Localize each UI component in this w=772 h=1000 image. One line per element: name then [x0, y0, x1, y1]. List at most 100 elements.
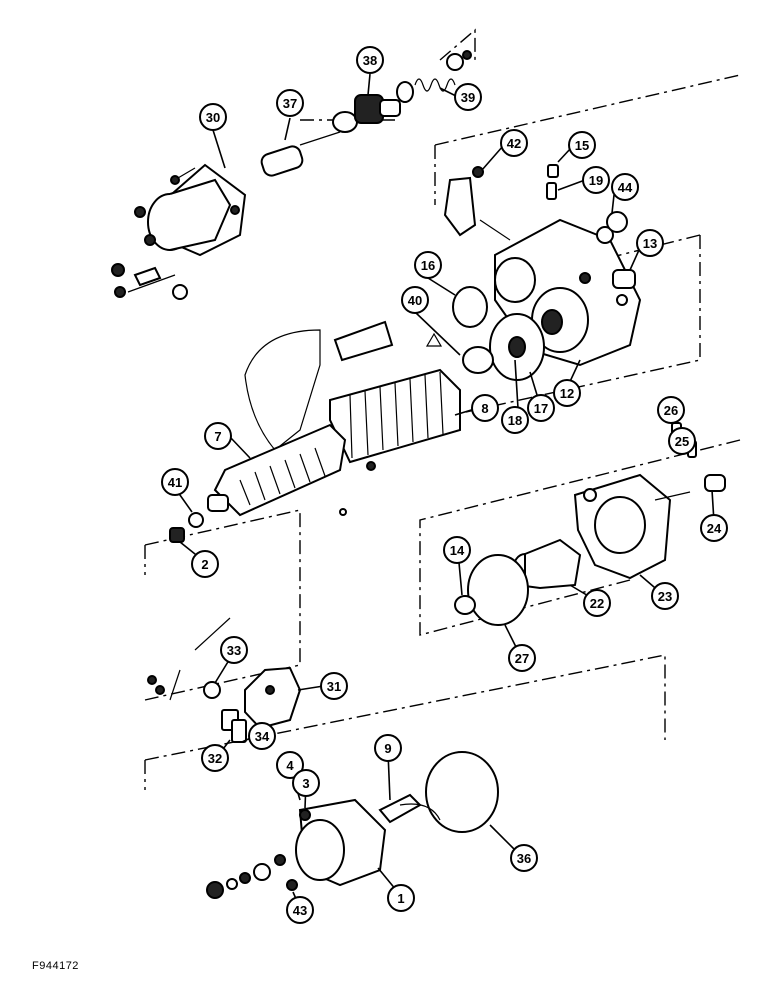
callout-33: 33: [220, 636, 248, 664]
callout-9-text: 9: [384, 741, 391, 756]
callout-34: 34: [248, 722, 276, 750]
callout-30-text: 30: [206, 110, 220, 125]
callout-3: 3: [292, 769, 320, 797]
callout-43-text: 43: [293, 903, 307, 918]
callout-24-text: 24: [707, 521, 722, 536]
field-frame-part: [329, 368, 461, 464]
callout-8-text: 8: [481, 401, 488, 416]
callout-9: 9: [374, 734, 402, 762]
callout-3-text: 3: [302, 776, 309, 791]
callout-43: 43: [286, 896, 314, 924]
callout-12-text: 12: [560, 386, 574, 401]
end-hardware-part: [206, 854, 298, 899]
callout-33-text: 33: [227, 643, 241, 658]
terminal-stud-part: [378, 793, 441, 824]
bushing-small-part: [169, 527, 185, 543]
callout-26-text: 26: [664, 403, 678, 418]
callout-2-text: 2: [201, 557, 208, 572]
brush-part: [221, 709, 247, 743]
callout-41-text: 41: [168, 475, 182, 490]
callout-31-text: 31: [327, 679, 341, 694]
bracket-part: [333, 320, 394, 362]
callout-15-text: 15: [575, 138, 589, 153]
lead-part: [147, 617, 231, 701]
callout-34-text: 34: [255, 729, 270, 744]
callout-27-text: 27: [515, 651, 529, 666]
solenoid-part: [134, 163, 247, 257]
callout-22: 22: [583, 589, 611, 617]
callout-1-text: 1: [397, 891, 404, 906]
callout-15: 15: [568, 131, 596, 159]
callout-38-text: 38: [363, 53, 377, 68]
callout-31: 31: [320, 672, 348, 700]
callout-13: 13: [636, 229, 664, 257]
callout-24: 24: [700, 514, 728, 542]
callout-36: 36: [510, 844, 538, 872]
callout-2: 2: [191, 550, 219, 578]
callout-30: 30: [199, 103, 227, 131]
terminal-hardware-part: [111, 263, 188, 300]
shift-lever-part: [443, 166, 511, 241]
brush-holder-part: [244, 666, 302, 730]
washer-part: [188, 512, 204, 528]
callout-23: 23: [651, 582, 679, 610]
callout-37: 37: [276, 89, 304, 117]
end-frame-part: [295, 798, 387, 887]
drive-housing-part: [494, 218, 642, 367]
callout-40-text: 40: [408, 293, 422, 308]
callout-37-text: 37: [283, 96, 297, 111]
callout-41: 41: [161, 468, 189, 496]
callout-44: 44: [611, 173, 639, 201]
callout-16: 16: [414, 251, 442, 279]
callout-1: 1: [387, 884, 415, 912]
callout-25: 25: [668, 427, 696, 455]
callout-19: 19: [582, 166, 610, 194]
callout-7-text: 7: [214, 429, 221, 444]
callout-17-text: 17: [534, 401, 548, 416]
callout-8: 8: [471, 394, 499, 422]
thrust-washer-part: [454, 595, 476, 615]
callout-25-text: 25: [675, 434, 689, 449]
callout-12: 12: [553, 379, 581, 407]
end-cover-part: [573, 473, 691, 580]
rings-part: [425, 286, 545, 381]
band-part: [244, 329, 321, 451]
callout-32: 32: [201, 744, 229, 772]
callout-40: 40: [401, 286, 429, 314]
callout-42: 42: [500, 129, 528, 157]
armature-part: [207, 423, 376, 517]
callout-23-text: 23: [658, 589, 672, 604]
bushing-part: [612, 269, 636, 289]
callout-4-text: 4: [286, 758, 294, 773]
callout-18: 18: [501, 406, 529, 434]
callout-4: 4: [276, 751, 304, 779]
figure-code: F944172: [32, 960, 79, 972]
callout-13-text: 13: [643, 236, 657, 251]
callout-17: 17: [527, 394, 555, 422]
callout-44-text: 44: [618, 180, 633, 195]
spring-part: [396, 50, 472, 103]
callout-39: 39: [454, 83, 482, 111]
callout-7: 7: [204, 422, 232, 450]
callout-39-text: 39: [461, 90, 475, 105]
callout-22-text: 22: [590, 596, 604, 611]
callout-32-text: 32: [208, 751, 222, 766]
o-ring-part: [425, 751, 499, 833]
callout-19-text: 19: [589, 173, 603, 188]
callout-14-text: 14: [450, 543, 465, 558]
callout-14: 14: [443, 536, 471, 564]
gasket-part: [467, 554, 529, 626]
callout-38: 38: [356, 46, 384, 74]
callout-27: 27: [508, 644, 536, 672]
callout-18-text: 18: [508, 413, 522, 428]
callout-36-text: 36: [517, 851, 531, 866]
spring-housing-part: [332, 94, 401, 133]
callout-42-text: 42: [507, 136, 521, 151]
callout-26: 26: [657, 396, 685, 424]
callout-16-text: 16: [421, 258, 435, 273]
screw-part: [546, 164, 628, 244]
triangle-icon: [425, 332, 443, 347]
plug-part: [704, 474, 726, 492]
plunger-part: [260, 131, 341, 177]
